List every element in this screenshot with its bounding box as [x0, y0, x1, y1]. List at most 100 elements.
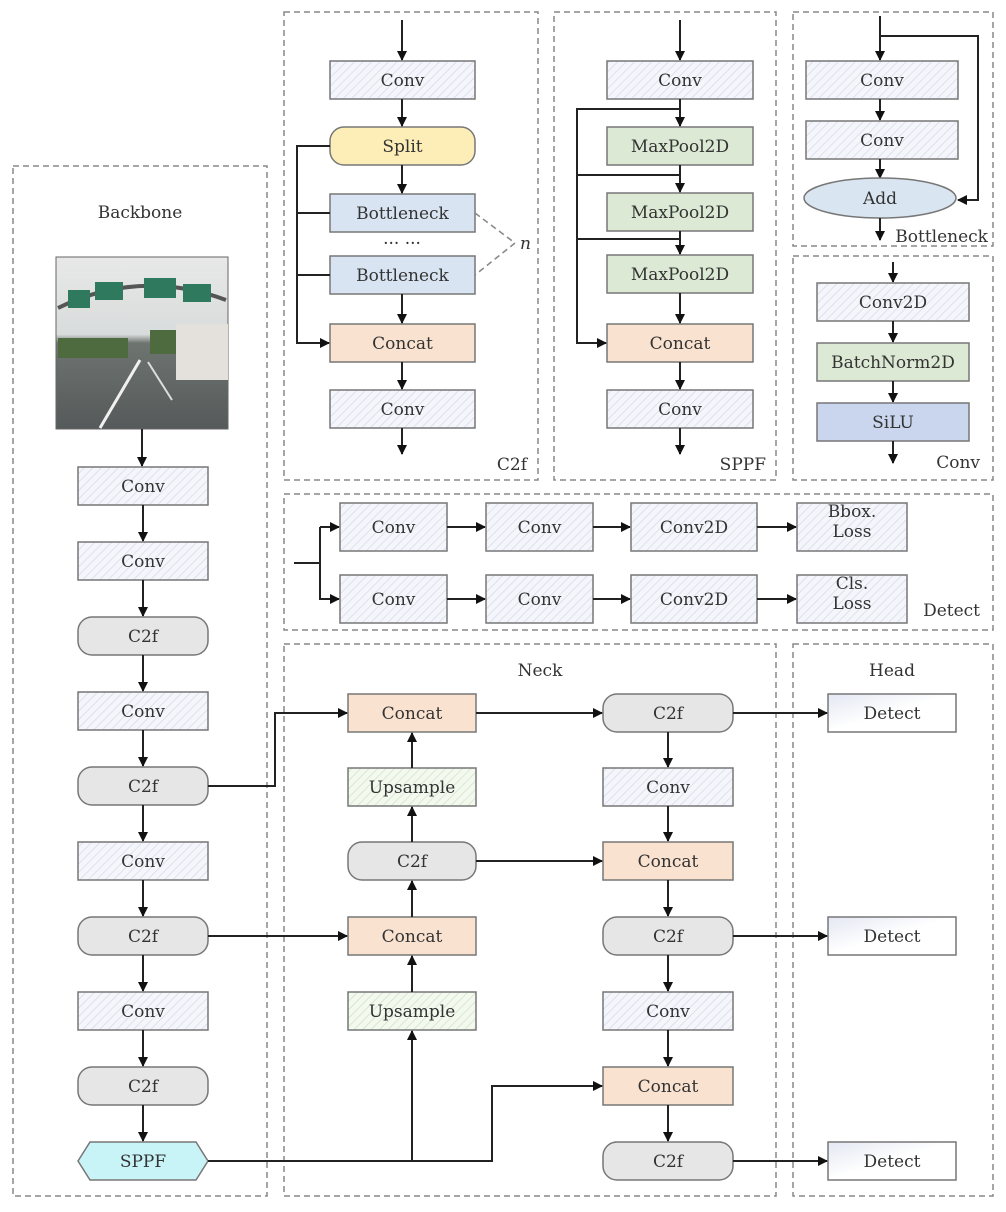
block-label: C2f [128, 927, 160, 947]
block-label: Bbox. [828, 502, 877, 522]
upsample-block: Upsample [347, 991, 477, 1031]
conv-block: Conv [329, 389, 476, 429]
upsample-block: Upsample [347, 767, 477, 807]
c2f-module-title: C2f [497, 455, 529, 475]
bbox-block: Cls.Loss [796, 574, 908, 624]
block-label: C2f [128, 777, 160, 797]
backbone-frame [12, 165, 268, 1197]
c2f-frame [283, 11, 539, 481]
block-label: C2f [653, 927, 685, 947]
block-label: Detect [864, 927, 921, 947]
block-label: Loss [833, 522, 872, 542]
block-label: C2f [653, 1152, 685, 1172]
block-label: Conv [121, 477, 165, 497]
block-label: Conv [121, 552, 165, 572]
block-label: Conv [658, 71, 702, 91]
block-label: MaxPool2D [631, 137, 729, 157]
detect-block: Detect [827, 916, 957, 956]
neck-title: Neck [518, 661, 563, 681]
detect-frame [283, 493, 994, 631]
c2f-block: C2f [602, 693, 734, 733]
block-label: Conv [646, 778, 690, 798]
c2f-block: C2f [602, 1141, 734, 1181]
conv-block: Conv [606, 389, 754, 429]
block-label: SiLU [872, 413, 914, 433]
conv-module-title: Conv [936, 453, 980, 473]
block-label: C2f [397, 852, 429, 872]
conv-module: Conv2D BatchNorm2D SiLU [816, 262, 970, 464]
block-label: Conv [646, 1002, 690, 1022]
conv-block: Conv [77, 541, 209, 581]
block-label: Conv [372, 590, 416, 610]
conv-block: Conv [805, 60, 959, 100]
conv-block: Conv [339, 502, 448, 552]
block-label: MaxPool2D [631, 203, 729, 223]
conv-block: Conv [329, 60, 476, 100]
c2f-block: C2f [347, 841, 477, 881]
bottleneck-frame [792, 11, 994, 247]
detect-block: Detect [827, 693, 957, 733]
block-label: Concat [638, 852, 699, 872]
conv-block: Conv [805, 120, 959, 160]
head-frame [792, 643, 994, 1197]
conv-block: Conv [77, 466, 209, 506]
conv-frame [792, 255, 994, 481]
concat-block: Concat [329, 323, 476, 363]
block-label: Concat [372, 334, 433, 354]
batchnorm2d-block: BatchNorm2D [816, 342, 970, 382]
block-label: Conv [121, 702, 165, 722]
detect-block: Detect [827, 1141, 957, 1181]
block-label: C2f [128, 1077, 160, 1097]
maxpool2d-block: MaxPool2D [606, 126, 754, 166]
conv-block: Conv [602, 767, 734, 807]
conv-block: Conv2D [630, 502, 758, 552]
backbone-title: Backbone [98, 203, 183, 223]
block-label: Concat [382, 704, 443, 724]
block-label: BatchNorm2D [831, 353, 955, 373]
conv-block: Conv [485, 502, 594, 552]
arrow [576, 108, 680, 348]
concat-block: Concat [347, 916, 477, 956]
conv-block: Conv [485, 574, 594, 624]
block-label: Concat [650, 334, 711, 354]
block-label: Conv [372, 518, 416, 538]
block-label: C2f [128, 627, 160, 647]
block-label: Conv2D [859, 293, 927, 313]
maxpool2d-block: MaxPool2D [606, 254, 754, 294]
block-label: Conv2D [660, 590, 728, 610]
arrow [880, 35, 979, 205]
bbox-block: Bbox.Loss [796, 502, 908, 552]
c2f-module: ConvSplitBottleneckBottleneckConcatConv·… [296, 20, 531, 455]
sppf-frame [553, 11, 777, 481]
bottleneck-block: Bottleneck [329, 255, 476, 295]
block-label: C2f [653, 704, 685, 724]
c2f-block: C2f [77, 916, 209, 956]
block-label: Conv2D [660, 518, 728, 538]
c2f-block: C2f [77, 766, 209, 806]
c2f-block: C2f [77, 1066, 209, 1106]
block-label: Concat [638, 1077, 699, 1097]
block-label: Conv [860, 131, 904, 151]
maxpool2d-block: MaxPool2D [606, 192, 754, 232]
repeat-bracket [474, 212, 517, 276]
block-label: Detect [864, 704, 921, 724]
conv-block: Conv [77, 991, 209, 1031]
arrow [208, 1081, 603, 1162]
conv2d-block: Conv2D [816, 282, 970, 322]
concat-block: Concat [606, 323, 754, 363]
bottleneck-block: Bottleneck [329, 193, 476, 233]
silu-block: SiLU [816, 402, 970, 442]
block-label: Loss [833, 594, 872, 614]
conv-block: Conv [339, 574, 448, 624]
block-label: Bottleneck [356, 204, 449, 224]
block-label: Conv [381, 71, 425, 91]
bottleneck-module-title: Bottleneck [895, 227, 988, 247]
block-label: Detect [864, 1152, 921, 1172]
block-label: Cls. [836, 574, 869, 594]
head-title: Head [869, 661, 915, 681]
conv-block: Conv [77, 841, 209, 881]
block-label: Conv [518, 518, 562, 538]
block-label: SPPF [120, 1152, 167, 1172]
detect-module-title: Detect [923, 601, 980, 621]
sppf-module: ConvMaxPool2DMaxPool2DMaxPool2DConcatCon… [576, 20, 754, 455]
